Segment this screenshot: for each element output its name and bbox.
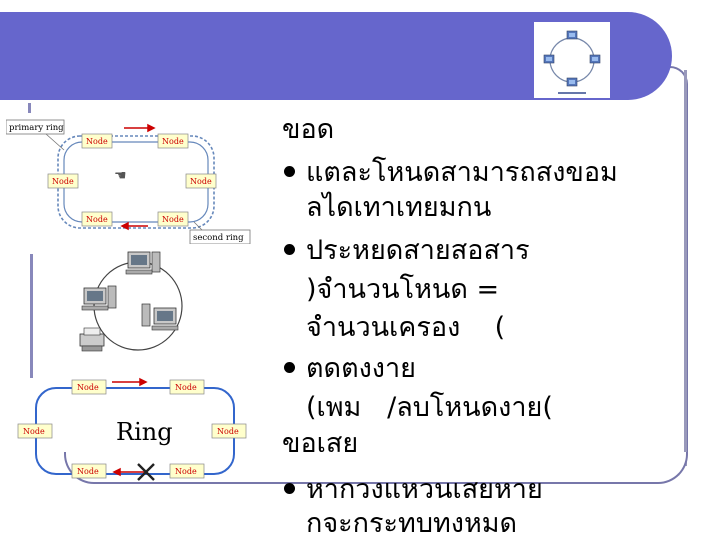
left-accent-tick	[28, 103, 31, 113]
ring-node-top-right: Node	[175, 383, 197, 392]
advantage-2-line-3: จำนวนเครอง (	[306, 312, 506, 343]
title-band-rule	[0, 100, 672, 103]
dual-ring-node-right: Node	[190, 177, 212, 186]
ring-nodes-diagram: Ring Node Node Node Node Node Node	[16, 376, 252, 488]
dual-ring-node-top-left: Node	[86, 137, 108, 146]
bullet-icon	[284, 483, 295, 494]
advantage-1-line-1: แตละโหนดสามารถสงขอม	[306, 157, 618, 188]
advantage-3-line-2: (เพม /ลบโหนดงาย(	[306, 392, 553, 423]
printer-icon	[79, 327, 105, 352]
ring-network-thumbnail	[534, 22, 610, 98]
disadvantage-1-line-1: หากวงแหวนเสยหาย	[306, 474, 543, 505]
advantage-2-line-2: )จำนวนโหนด =	[306, 274, 500, 305]
ring-network-thumbnail-graphic	[543, 30, 601, 94]
ring-node-bottom-left: Node	[77, 467, 99, 476]
slide-frame-shadow	[684, 70, 687, 466]
dual-ring-node-bottom-left: Node	[86, 215, 108, 224]
bullet-icon	[284, 244, 295, 255]
left-accent-bar	[30, 254, 33, 378]
dual-ring-node-top-right: Node	[162, 137, 184, 146]
break-x-icon	[137, 463, 155, 481]
disadvantages-heading: ขอเสย	[282, 428, 359, 459]
computer-icon	[141, 303, 179, 331]
hand-cursor-icon: ☚	[114, 168, 127, 184]
disadvantage-1-line-2: กจะกระทบทงหมด	[306, 508, 518, 539]
dual-ring-node-left: Node	[52, 177, 74, 186]
advantages-heading: ขอด	[282, 114, 335, 145]
ring-node-top-left: Node	[77, 383, 99, 392]
advantage-2-line-1: ประหยดสายสอสาร	[306, 235, 530, 266]
computer-icon	[125, 251, 161, 275]
dual-ring-diagram: primary ring second ring ☚ Node Node Nod…	[5, 118, 252, 245]
primary-ring-label: primary ring	[9, 123, 64, 133]
advantage-3-line-1: ตดตงงาย	[306, 353, 416, 384]
slide-frame-bottom	[64, 452, 688, 484]
bullet-icon	[284, 362, 295, 373]
ring-node-right: Node	[217, 427, 239, 436]
advantage-1-line-2: ลไดเทาเทยมกน	[306, 192, 492, 223]
bullet-icon	[284, 166, 295, 177]
second-ring-label: second ring	[193, 233, 244, 243]
ring-node-left: Node	[23, 427, 45, 436]
computer-icon	[81, 285, 117, 311]
computer-ring-diagram	[62, 248, 210, 364]
ring-node-bottom-right: Node	[175, 467, 197, 476]
dual-ring-node-bottom-right: Node	[162, 215, 184, 224]
ring-center-label: Ring	[116, 418, 173, 446]
